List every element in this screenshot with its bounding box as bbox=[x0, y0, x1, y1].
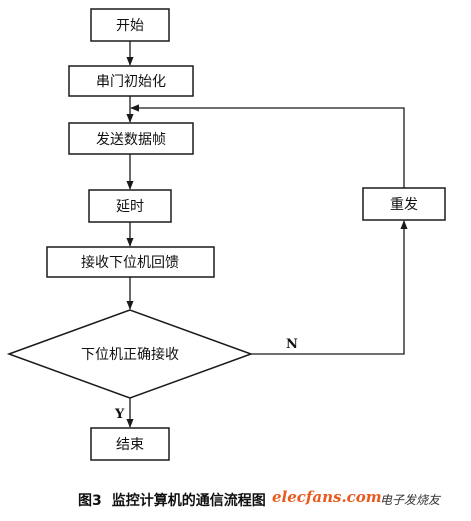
watermark-text: 电子发烧友 bbox=[380, 493, 441, 507]
send-label: 发送数据帧 bbox=[96, 132, 166, 148]
decision-label: 下位机正确接收 bbox=[81, 346, 179, 363]
delay-box bbox=[88, 189, 172, 223]
receive-label: 接收下位机回馈 bbox=[81, 254, 179, 271]
yes-branch-label: Y bbox=[114, 407, 125, 422]
watermark-logo: elecfans.com bbox=[272, 488, 382, 506]
send-box bbox=[68, 122, 194, 155]
no-branch-label: N bbox=[286, 337, 298, 352]
figure-number: 图3 bbox=[78, 493, 102, 509]
init-label: 串门初始化 bbox=[96, 73, 166, 90]
arrow-resend-to-send-loop bbox=[130, 104, 405, 188]
resend-label: 重发 bbox=[390, 197, 418, 213]
start-box bbox=[90, 8, 170, 42]
arrow-decision-no-to-resend bbox=[251, 220, 408, 355]
start-label: 开始 bbox=[116, 18, 144, 34]
end-label: 结束 bbox=[116, 437, 144, 453]
init-box bbox=[68, 65, 194, 97]
resend-box bbox=[362, 187, 446, 221]
delay-label: 延时 bbox=[116, 199, 144, 215]
end-box bbox=[90, 427, 170, 461]
figure-title: 监控计算机的通信流程图 bbox=[111, 493, 266, 509]
figure-caption: 图3 监控计算机的通信流程图 bbox=[78, 490, 266, 510]
